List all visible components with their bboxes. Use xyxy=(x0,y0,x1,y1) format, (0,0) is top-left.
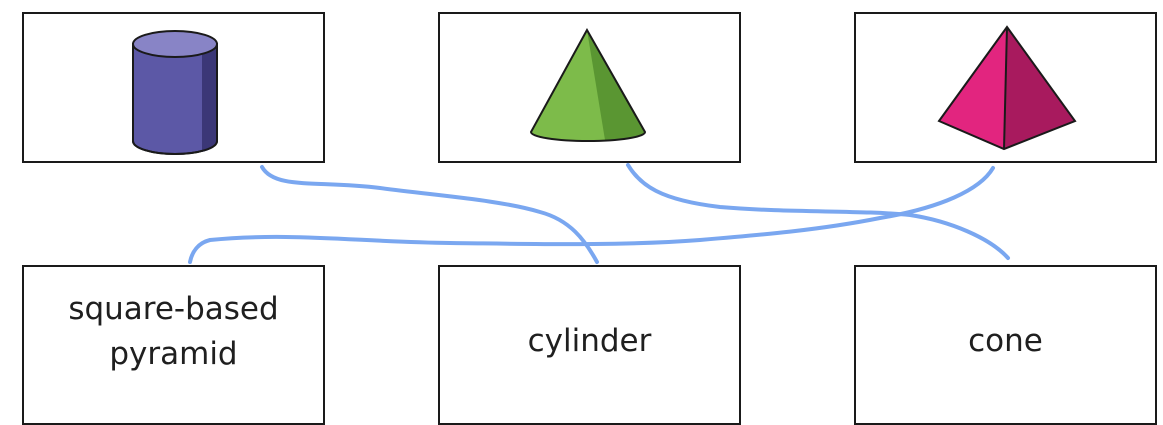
line-cylinder-to-cylinder xyxy=(260,165,599,264)
label-line-1: square-based xyxy=(68,291,279,327)
label-card-square-based-pyramid[interactable]: square-based pyramid xyxy=(22,265,325,425)
label-card-cylinder[interactable]: cylinder xyxy=(438,265,741,425)
line-pyramid-to-label xyxy=(188,166,995,264)
label-line-2: pyramid xyxy=(109,336,238,372)
shape-card-cone[interactable] xyxy=(438,12,741,163)
line-cone-to-cone xyxy=(626,163,1010,260)
shape-card-cylinder[interactable] xyxy=(22,12,325,163)
label-text: square-based pyramid xyxy=(24,287,323,377)
shape-card-pyramid[interactable] xyxy=(854,12,1157,163)
cylinder-icon xyxy=(132,30,218,155)
label-text: cone xyxy=(968,323,1043,359)
pyramid-icon xyxy=(937,25,1077,151)
label-text: cylinder xyxy=(527,323,652,359)
label-card-cone[interactable]: cone xyxy=(854,265,1157,425)
cone-icon xyxy=(529,27,647,142)
